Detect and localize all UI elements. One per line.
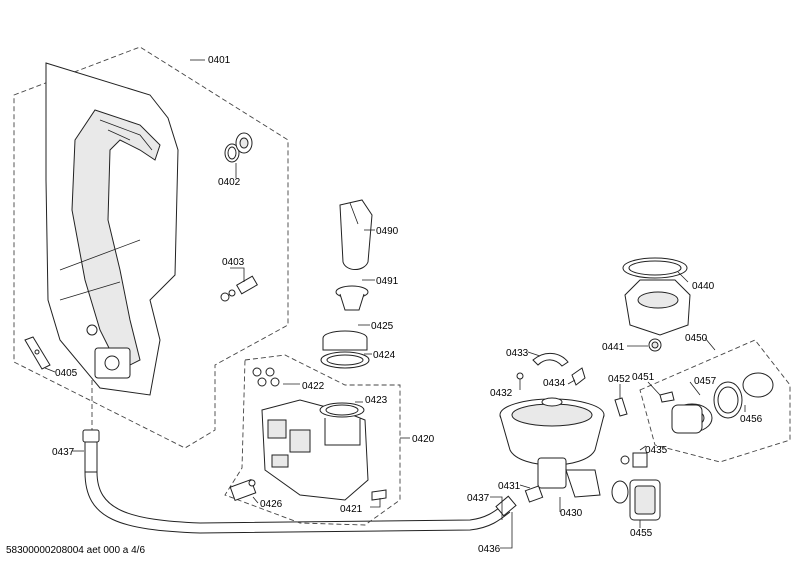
label-0403: 0403 bbox=[222, 257, 245, 268]
clip-part-0451 bbox=[659, 391, 675, 403]
gasket-ring-part-0402 bbox=[224, 132, 253, 163]
drain-pump-part-0455 bbox=[611, 479, 661, 521]
label-0430: 0430 bbox=[560, 508, 583, 519]
part-labels: 0401 0402 0403 0405 0437 0490 0491 0425 0424 0422… bbox=[52, 55, 763, 555]
label-0435: 0435 bbox=[645, 445, 668, 456]
label-0457: 0457 bbox=[694, 376, 717, 387]
label-0436: 0436 bbox=[478, 544, 501, 555]
latch-part-0434 bbox=[571, 367, 586, 386]
drain-hose-part bbox=[82, 429, 517, 534]
group-boundary-0420 bbox=[224, 354, 401, 526]
label-0456: 0456 bbox=[740, 414, 763, 425]
label-0491: 0491 bbox=[376, 276, 399, 287]
bracket-part-0421 bbox=[371, 489, 387, 501]
label-0421: 0421 bbox=[340, 504, 363, 515]
label-0437-left: 0437 bbox=[52, 447, 75, 458]
fitting-part-0431 bbox=[524, 485, 544, 503]
sensor-part-0425 bbox=[322, 330, 368, 351]
group-boundary-0401 bbox=[13, 46, 289, 449]
leader-0433 bbox=[527, 351, 541, 357]
fitting-part-0403 bbox=[220, 275, 258, 302]
label-0431: 0431 bbox=[498, 481, 521, 492]
leader-0450 bbox=[704, 337, 716, 351]
screw-part-0432 bbox=[516, 372, 524, 390]
pump-part-0435 bbox=[620, 452, 648, 468]
label-0432: 0432 bbox=[490, 388, 513, 399]
seal-part-0441 bbox=[648, 338, 662, 352]
label-0437-right: 0437 bbox=[467, 493, 490, 504]
label-0422: 0422 bbox=[302, 381, 325, 392]
label-0426: 0426 bbox=[260, 499, 283, 510]
label-0441: 0441 bbox=[602, 342, 625, 353]
group-boundary-0450 bbox=[639, 339, 791, 463]
housing-part-0440 bbox=[622, 257, 691, 336]
label-0490: 0490 bbox=[376, 226, 399, 237]
leader-0426 bbox=[252, 496, 259, 504]
side-panel-part bbox=[45, 62, 179, 396]
motor-part-0456 bbox=[713, 372, 774, 419]
leader-0435 bbox=[639, 445, 647, 451]
ring-part-0424 bbox=[320, 351, 370, 369]
label-0433: 0433 bbox=[506, 348, 529, 359]
leader-0440 bbox=[677, 271, 689, 283]
label-0455: 0455 bbox=[630, 528, 653, 539]
seals-part-0422 bbox=[252, 367, 280, 387]
label-0450: 0450 bbox=[685, 333, 708, 344]
clip-part-0405 bbox=[24, 336, 51, 370]
label-0424: 0424 bbox=[373, 350, 396, 361]
leader-0436 bbox=[500, 512, 513, 549]
leader-0457 bbox=[689, 381, 701, 396]
sump-part-0430 bbox=[499, 397, 605, 498]
leader-0437-right bbox=[490, 496, 503, 520]
valve-part-0426 bbox=[229, 479, 257, 501]
label-0420: 0420 bbox=[412, 434, 435, 445]
dispenser-part-0490 bbox=[339, 199, 373, 270]
bracket-part-0452 bbox=[614, 397, 628, 417]
leader-0403 bbox=[230, 267, 245, 282]
drawing-id-footer: 58300000208004 aet 000 a 4/6 bbox=[6, 545, 145, 556]
cover-part-0433 bbox=[532, 353, 569, 367]
leader-0451 bbox=[647, 381, 661, 396]
pump-part-0457 bbox=[671, 403, 713, 434]
label-0440: 0440 bbox=[692, 281, 715, 292]
label-0425: 0425 bbox=[371, 321, 394, 332]
label-0423: 0423 bbox=[365, 395, 388, 406]
leader-0421 bbox=[370, 498, 381, 508]
label-0402: 0402 bbox=[218, 177, 241, 188]
leader-0431 bbox=[519, 484, 531, 489]
label-0451: 0451 bbox=[632, 372, 655, 383]
label-0405: 0405 bbox=[55, 368, 78, 379]
softener-part-0423 bbox=[261, 399, 369, 501]
label-0452: 0452 bbox=[608, 374, 631, 385]
label-0434: 0434 bbox=[543, 378, 566, 389]
leader-0434 bbox=[567, 379, 576, 385]
leader-0405 bbox=[44, 367, 56, 373]
cap-part-0491 bbox=[335, 285, 369, 311]
label-0401: 0401 bbox=[208, 55, 231, 66]
